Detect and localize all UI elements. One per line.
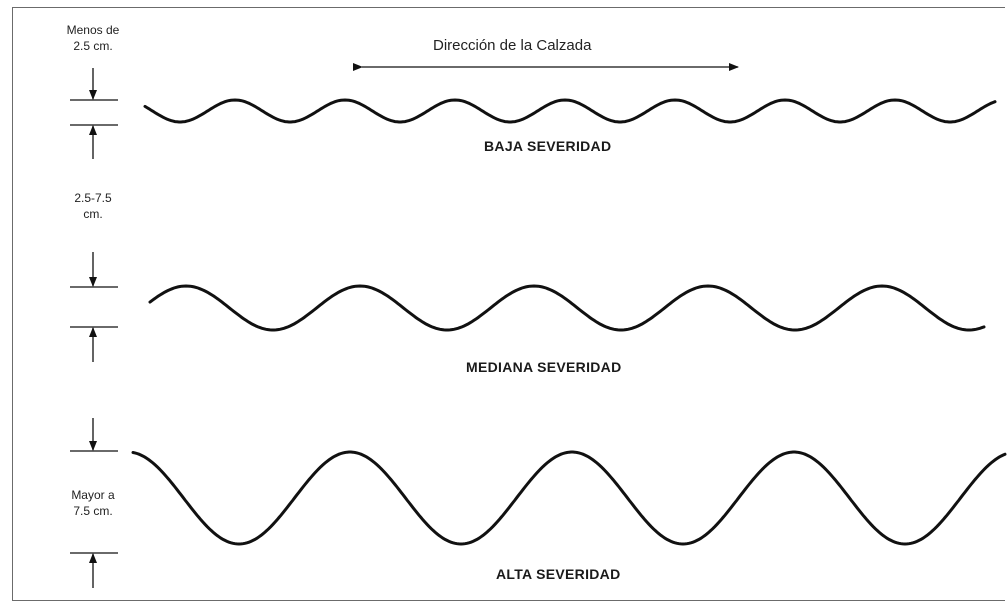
low-severity-wave <box>143 98 997 124</box>
high-severity-label: ALTA SEVERIDAD <box>496 566 621 582</box>
low-depth-marker <box>70 68 118 159</box>
medium-severity-wave <box>148 284 986 332</box>
medium-depth-marker <box>70 252 118 362</box>
high-depth-label: Mayor a 7.5 cm. <box>71 488 115 518</box>
low-severity-label: BAJA SEVERIDAD <box>484 138 612 154</box>
direction-label: Dirección de la Calzada <box>433 37 592 54</box>
medium-severity-label: MEDIANA SEVERIDAD <box>466 359 622 375</box>
medium-depth-label: 2.5-7.5 cm. <box>74 191 112 221</box>
high-depth-marker <box>70 418 118 588</box>
low-depth-label: Menos de 2.5 cm. <box>66 23 120 53</box>
high-severity-wave <box>131 450 1007 546</box>
diagram-frame <box>12 7 1005 601</box>
